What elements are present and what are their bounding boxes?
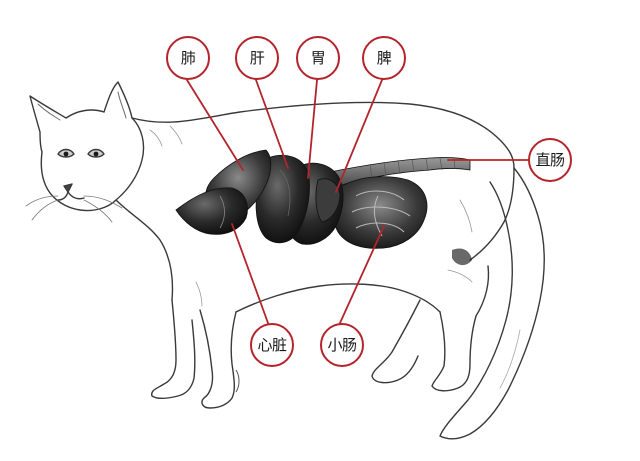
small-intestine-shape [332,176,428,249]
cat-belly [235,283,441,313]
cat-head [29,81,145,212]
label-stomach: 胃 [296,36,340,80]
label-lung: 肺 [166,36,210,80]
label-heart: 心脏 [250,323,294,367]
cat-front-leg-left [151,299,196,399]
cat-hind-leg-left [431,311,477,392]
leader-heart [231,223,269,324]
cat-hind-leg-right [371,299,421,384]
cat-outline [25,81,545,440]
leader-spleen [335,79,383,193]
label-small-intestine: 小肠 [320,323,364,367]
spleen-shape [315,178,341,223]
leader-intestine [339,225,385,324]
label-rectum: 直肠 [528,138,572,182]
leader-lines [186,79,529,324]
heart-shape [175,187,248,235]
cat-back [131,101,515,169]
leader-stomach [307,79,318,179]
cat-tail [439,167,545,440]
leader-liver [255,79,289,169]
leader-lung [186,79,244,171]
label-spleen: 脾 [362,36,406,80]
organs [175,149,471,249]
label-liver: 肝 [235,36,279,80]
cat-front-leg-right [199,309,237,409]
